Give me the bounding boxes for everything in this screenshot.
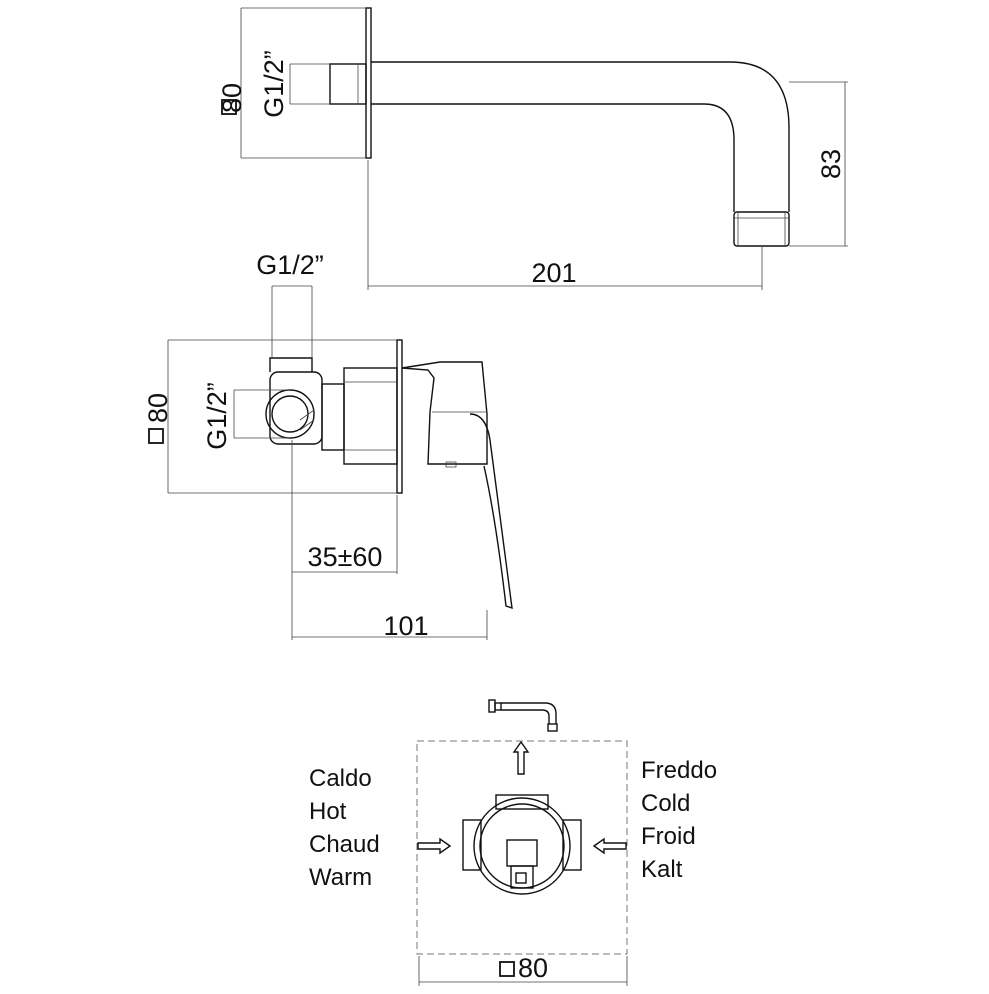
valve-top-stub [495,794,549,810]
plan-view: 80 Caldo Hot Chaud Warm Freddo Cold Froi… [309,699,717,986]
hot-label-de: Warm [309,864,372,891]
valve-wall-plate [396,339,403,494]
valve-lever [469,413,513,610]
cold-label-it: Freddo [641,757,717,784]
valve-overall-label: 101 [383,611,428,641]
cold-label-en: Cold [641,790,690,817]
valve-view: G1/2” 80 G1/2” 35±60 101 [143,250,513,641]
hot-label-it: Caldo [309,765,372,792]
valve-body-collar [321,383,345,451]
valve-right-inlet [562,819,582,871]
valve-side-thread-label: G1/2” [202,382,232,450]
square-symbol-icon [499,961,515,977]
plan-square-label: 80 [518,953,548,983]
spout-square-label: 80 [217,83,247,113]
valve-inlet-port-outer [265,389,315,439]
spout-pipe-outer [371,61,790,212]
valve-inlet-fitting [269,371,323,445]
valve-body-circle-inner [479,803,565,889]
spout-thread-label: G1/2” [259,50,289,118]
cold-inlet-arrow-icon [592,837,627,855]
spout-aerator [733,211,790,247]
valve-top-thread-label: G1/2” [256,250,324,280]
spout-view: 80 G1/2” 201 83 [217,7,848,290]
hot-label-en: Hot [309,798,347,825]
valve-handle-cap [401,361,488,465]
valve-handle-top [506,839,538,867]
spout-wall-plate [365,7,372,159]
spout-height-label: 83 [816,149,846,179]
cold-label-fr: Froid [641,823,696,850]
valve-depth-label: 35±60 [308,542,383,572]
square-symbol-icon [221,99,237,115]
hot-label-fr: Chaud [309,831,380,858]
valve-square-label: 80 [143,393,173,423]
valve-left-inlet [462,819,482,871]
valve-inlet-port-inner [271,395,309,433]
spout-pipe-inner [371,103,735,212]
valve-body-circle [473,797,571,895]
spout-icon [488,699,558,732]
spout-length-label: 201 [531,258,576,288]
square-symbol-icon [148,428,164,444]
valve-lever-top [510,865,534,889]
valve-inlet-neck [269,357,313,372]
cold-label-de: Kalt [641,856,683,883]
hot-inlet-arrow-icon [417,837,452,855]
outlet-arrow-icon [512,740,530,775]
spout-thread-connector [329,63,367,105]
mounting-box-outline [416,740,628,955]
